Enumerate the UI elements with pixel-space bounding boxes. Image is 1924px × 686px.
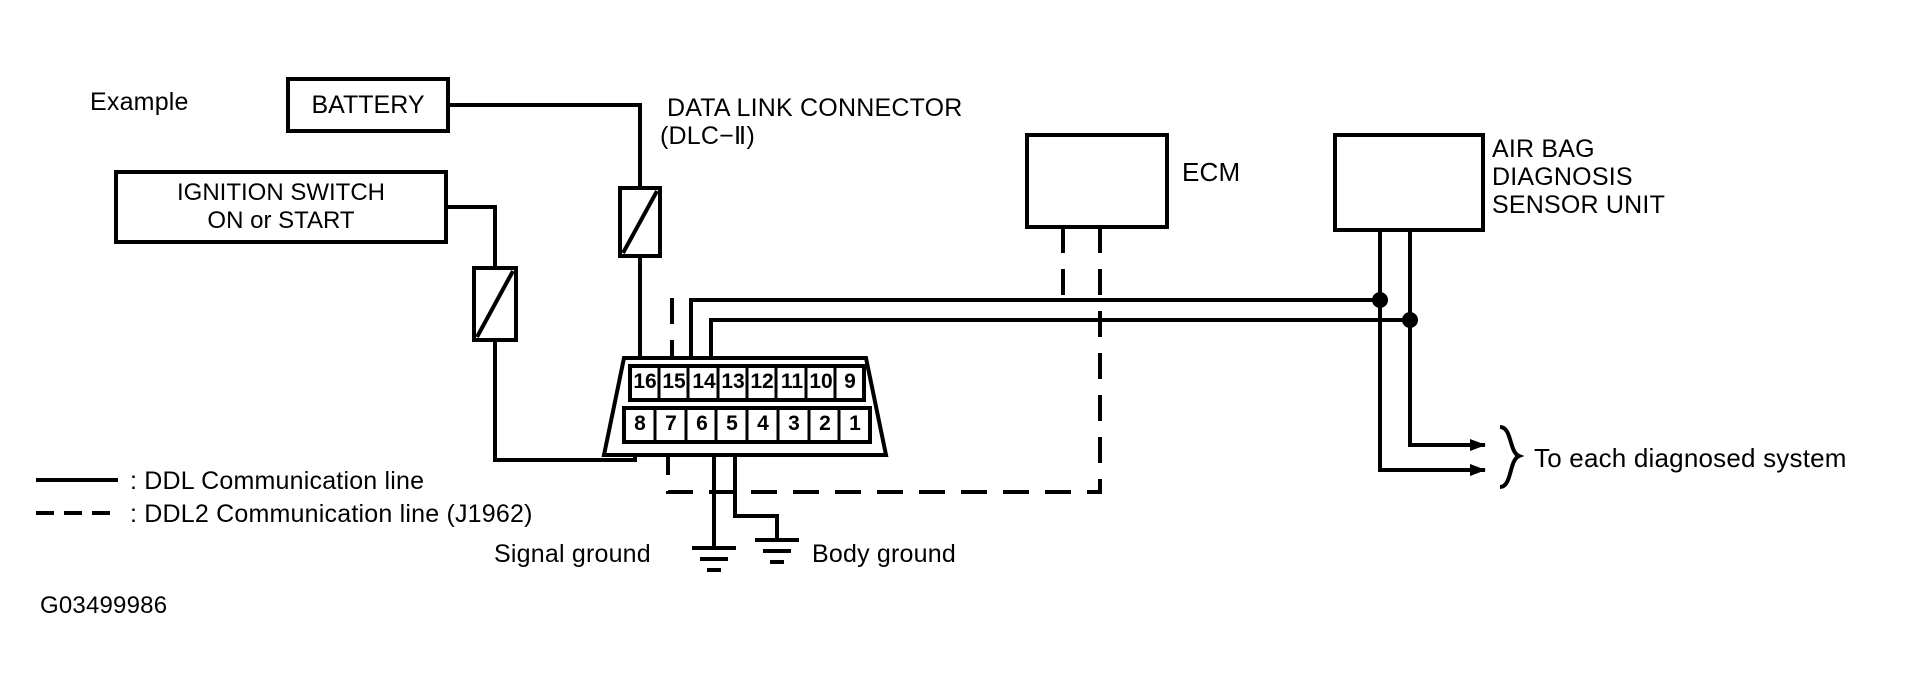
body-ground-symbol	[755, 538, 799, 564]
dlc-pin-14: 14	[692, 370, 716, 393]
junction-dot-upper	[1372, 292, 1388, 308]
airbag-sensor-label-3: SENSOR UNIT	[1492, 191, 1666, 219]
airbag-sensor-label-2: DIAGNOSIS	[1492, 163, 1633, 191]
dlc-title-line-2: (DLC−Ⅱ)	[660, 122, 755, 150]
dlc-pin-12: 12	[750, 370, 774, 393]
dlc-title-line-1: DATA LINK CONNECTOR	[667, 94, 963, 122]
battery-box	[286, 77, 450, 133]
ignition-switch-line-2: ON or START	[207, 207, 355, 234]
dlc-pin-15: 15	[662, 370, 686, 393]
ignition-fuse-symbol	[472, 266, 518, 342]
wire-ecm-to-pin15-dashed	[670, 227, 1065, 372]
dlc-pin-11: 11	[780, 370, 804, 393]
dlc-pin-3: 3	[788, 412, 800, 435]
to-each-diagnosed-system-label: To each diagnosed system	[1534, 443, 1847, 473]
dlc-pin-10: 10	[809, 370, 833, 393]
signal-ground-label: Signal ground	[494, 540, 651, 568]
dlc-pin-9: 9	[844, 370, 856, 393]
airbag-sensor-box	[1333, 133, 1485, 232]
dlc-pin-7: 7	[665, 412, 677, 435]
dlc-pin-4: 4	[757, 412, 769, 435]
wire-battery-to-fuse	[448, 103, 642, 188]
airbag-sensor-label-1: AIR BAG	[1492, 135, 1595, 163]
signal-ground-symbol	[692, 546, 736, 572]
wire-ecm-to-pin7-dashed	[666, 227, 1102, 494]
dlc-pin-6: 6	[696, 412, 708, 435]
legend-item-dashed-text: : DDL2 Communication line (J1962)	[130, 500, 533, 528]
battery-label: BATTERY	[311, 90, 425, 119]
dlc-pin-1: 1	[849, 412, 861, 435]
battery-fuse-symbol	[618, 186, 662, 258]
dlc-pin-13: 13	[721, 370, 745, 393]
legend-item-solid-text: : DDL Communication line	[130, 467, 425, 495]
ecm-box	[1025, 133, 1169, 229]
wire-pin4-to-body-ground	[733, 432, 779, 540]
wire-ignition-to-fuse	[446, 205, 497, 268]
junction-dot-lower	[1402, 312, 1418, 328]
wire-airbag-left-stem	[1378, 230, 1486, 476]
ignition-switch-box	[114, 170, 448, 244]
ignition-switch-label: IGNITION SWITCH ON or START	[116, 172, 446, 242]
diagnosed-system-brace	[1499, 425, 1525, 489]
dlc-pin-8: 8	[634, 412, 646, 435]
wire-airbag-right-stem	[1408, 230, 1486, 451]
body-ground-label: Body ground	[812, 540, 956, 568]
ignition-switch-line-1: IGNITION SWITCH	[177, 179, 385, 207]
ecm-label: ECM	[1182, 157, 1241, 187]
dlc-top-row-dividers	[657, 366, 837, 400]
dlc-bottom-row-dividers	[653, 408, 841, 442]
dlc-pin-2: 2	[819, 412, 831, 435]
dlc-pin-5: 5	[726, 412, 738, 435]
dlc-pin-16: 16	[633, 370, 657, 393]
wire-pin12-to-airbag-right	[709, 318, 1410, 372]
figure-id-label: G03499986	[40, 592, 168, 619]
example-label: Example	[90, 88, 189, 116]
